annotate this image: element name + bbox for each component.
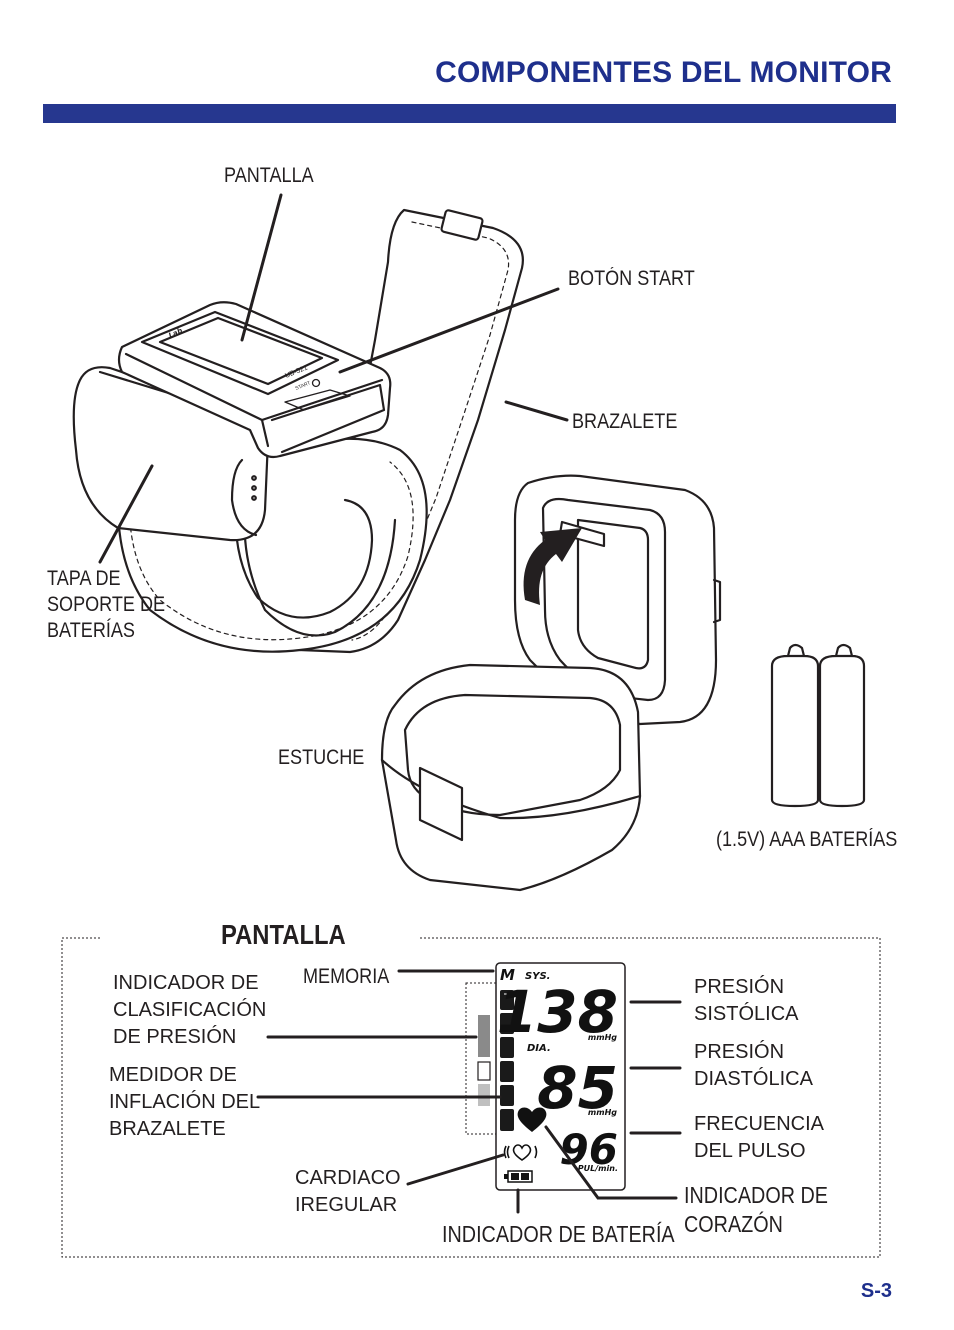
label-brazalete: BRAZALETE — [572, 410, 678, 433]
leader-tapa — [98, 464, 154, 564]
case-base-illustration — [380, 663, 642, 892]
label-medidor: MEDIDOR DE INFLACIÓN DEL BRAZALETE — [109, 1064, 261, 1140]
aaa-batteries-illustration — [770, 643, 866, 808]
irregular-heart-icon — [503, 1144, 538, 1161]
label-corazon: INDICADOR DE CORAZÓN — [684, 1182, 828, 1237]
open-arrow-icon — [523, 528, 582, 605]
sys-label: SYS. — [525, 971, 550, 982]
leader-pantalla — [240, 193, 283, 342]
page-title: COMPONENTES DEL MONITOR — [435, 56, 892, 89]
label-tapa: TAPA DE SOPORTE DE BATERÍAS — [47, 567, 166, 642]
systolic-value: 138 — [497, 978, 618, 1046]
display-section-title: PANTALLA — [221, 919, 346, 950]
classification-dashed-box — [465, 982, 523, 1135]
label-cardiaco: CARDIACO IREGULAR — [295, 1167, 401, 1216]
device-start-text: START — [295, 380, 312, 392]
label-boton-start: BOTÓN START — [568, 267, 695, 290]
label-clasificacion: INDICADOR DE CLASIFICACIÓN DE PRESIÓN — [113, 972, 267, 1048]
page-number: S-3 — [860, 1280, 892, 1302]
label-bateria: INDICADOR DE BATERÍA — [442, 1221, 675, 1247]
leader-brazalete — [504, 400, 569, 422]
label-pulso: FRECUENCIA DEL PULSO — [694, 1113, 825, 1162]
label-estuche: ESTUCHE — [278, 746, 365, 769]
lcd-frame — [495, 962, 626, 1191]
classification-bar-mid — [477, 1061, 491, 1081]
battery-icon — [504, 1170, 533, 1183]
classification-bar-high — [478, 1015, 490, 1057]
pulse-unit: PUL/min. — [578, 1164, 618, 1173]
label-memoria: MEMORIA — [303, 965, 390, 988]
systolic-unit: mmHg — [588, 1033, 617, 1042]
dia-label: DIA. — [527, 1043, 551, 1054]
classification-bar-low — [478, 1084, 490, 1106]
label-diastolica: PRESIÓN DIASTÓLICA — [694, 1041, 813, 1090]
label-baterias: (1.5V) AAA BATERÍAS — [716, 828, 898, 851]
display-section-border — [61, 937, 881, 1258]
inflation-meter — [500, 990, 514, 1131]
pulse-value: 96 — [560, 1125, 618, 1174]
monitor-illustration — [117, 301, 392, 459]
diastolic-unit: mmHg — [588, 1108, 617, 1117]
leader-boton-start — [338, 287, 560, 374]
label-pantalla: PANTALLA — [224, 164, 314, 187]
label-sistolica: PRESIÓN SISTÓLICA — [694, 976, 799, 1025]
leader-corazon — [544, 1125, 678, 1200]
header-rule — [43, 104, 896, 123]
diastolic-value: 85 — [537, 1054, 618, 1122]
leader-cardiaco — [406, 1153, 505, 1186]
heart-icon — [517, 1107, 547, 1132]
memory-symbol: M — [500, 966, 515, 984]
